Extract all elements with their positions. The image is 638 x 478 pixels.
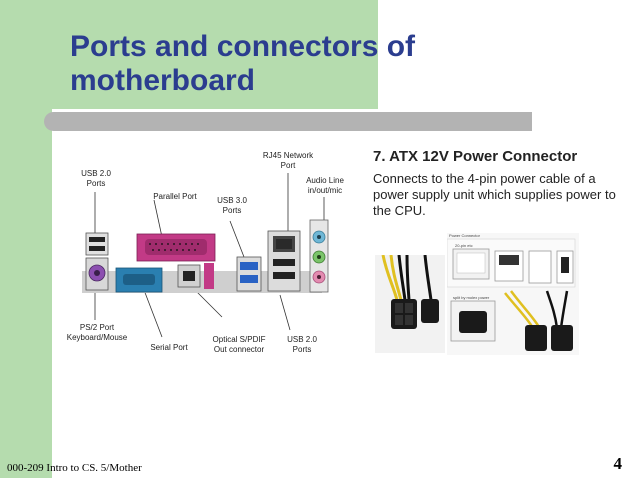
parallel-port-label: Parallel Port	[153, 192, 197, 201]
atx-heading: 7. ATX 12V Power Connector	[373, 148, 578, 165]
usb20-right-label: USB 2.0 Ports	[287, 335, 317, 354]
rj45-label: RJ45 Network Port	[262, 151, 314, 170]
slide-title: Ports and connectors of motherboard	[70, 30, 530, 98]
title-divider-bar	[44, 112, 532, 131]
usb30-label: USB 3.0 Ports	[217, 196, 247, 215]
top-green-band	[0, 0, 378, 109]
serial-port-label: Serial Port	[150, 343, 188, 352]
pin20-label: 20-pin etc	[455, 243, 473, 248]
back-panel-diagram: USB 2.0 Ports Parallel Port USB 3.0 Port…	[62, 145, 360, 360]
atx-description: Connects to the 4-pin power cable of a p…	[373, 171, 616, 218]
power-connector-photos: Power Connector 20-pin etc split by mole…	[446, 233, 579, 355]
optical-label: Optical S/PDIF Out connector	[212, 335, 266, 354]
usb20-left-label: USB 2.0 Ports	[81, 169, 111, 188]
slide-footer: 000-209 Intro to CS. 5/Mother	[7, 462, 142, 474]
audio-label: Audio Line in/out/mic	[306, 176, 344, 195]
ps2-label: PS/2 Port Keyboard/Mouse	[66, 323, 128, 342]
title-line-2: motherboard	[70, 64, 256, 97]
atx-cable-illustration	[381, 254, 439, 329]
atx-section: 7. ATX 12V Power Connector Connects to t…	[370, 148, 632, 219]
back-panel-illustration	[82, 173, 329, 338]
split-label: split by molex power	[453, 295, 490, 300]
page-number: 4	[613, 454, 623, 473]
power-connector-label: Power Connector	[449, 233, 480, 238]
title-line-1: Ports and connectors of	[70, 30, 416, 63]
atx-connector-photo	[375, 254, 445, 353]
power-connectors-illustration	[446, 238, 576, 351]
